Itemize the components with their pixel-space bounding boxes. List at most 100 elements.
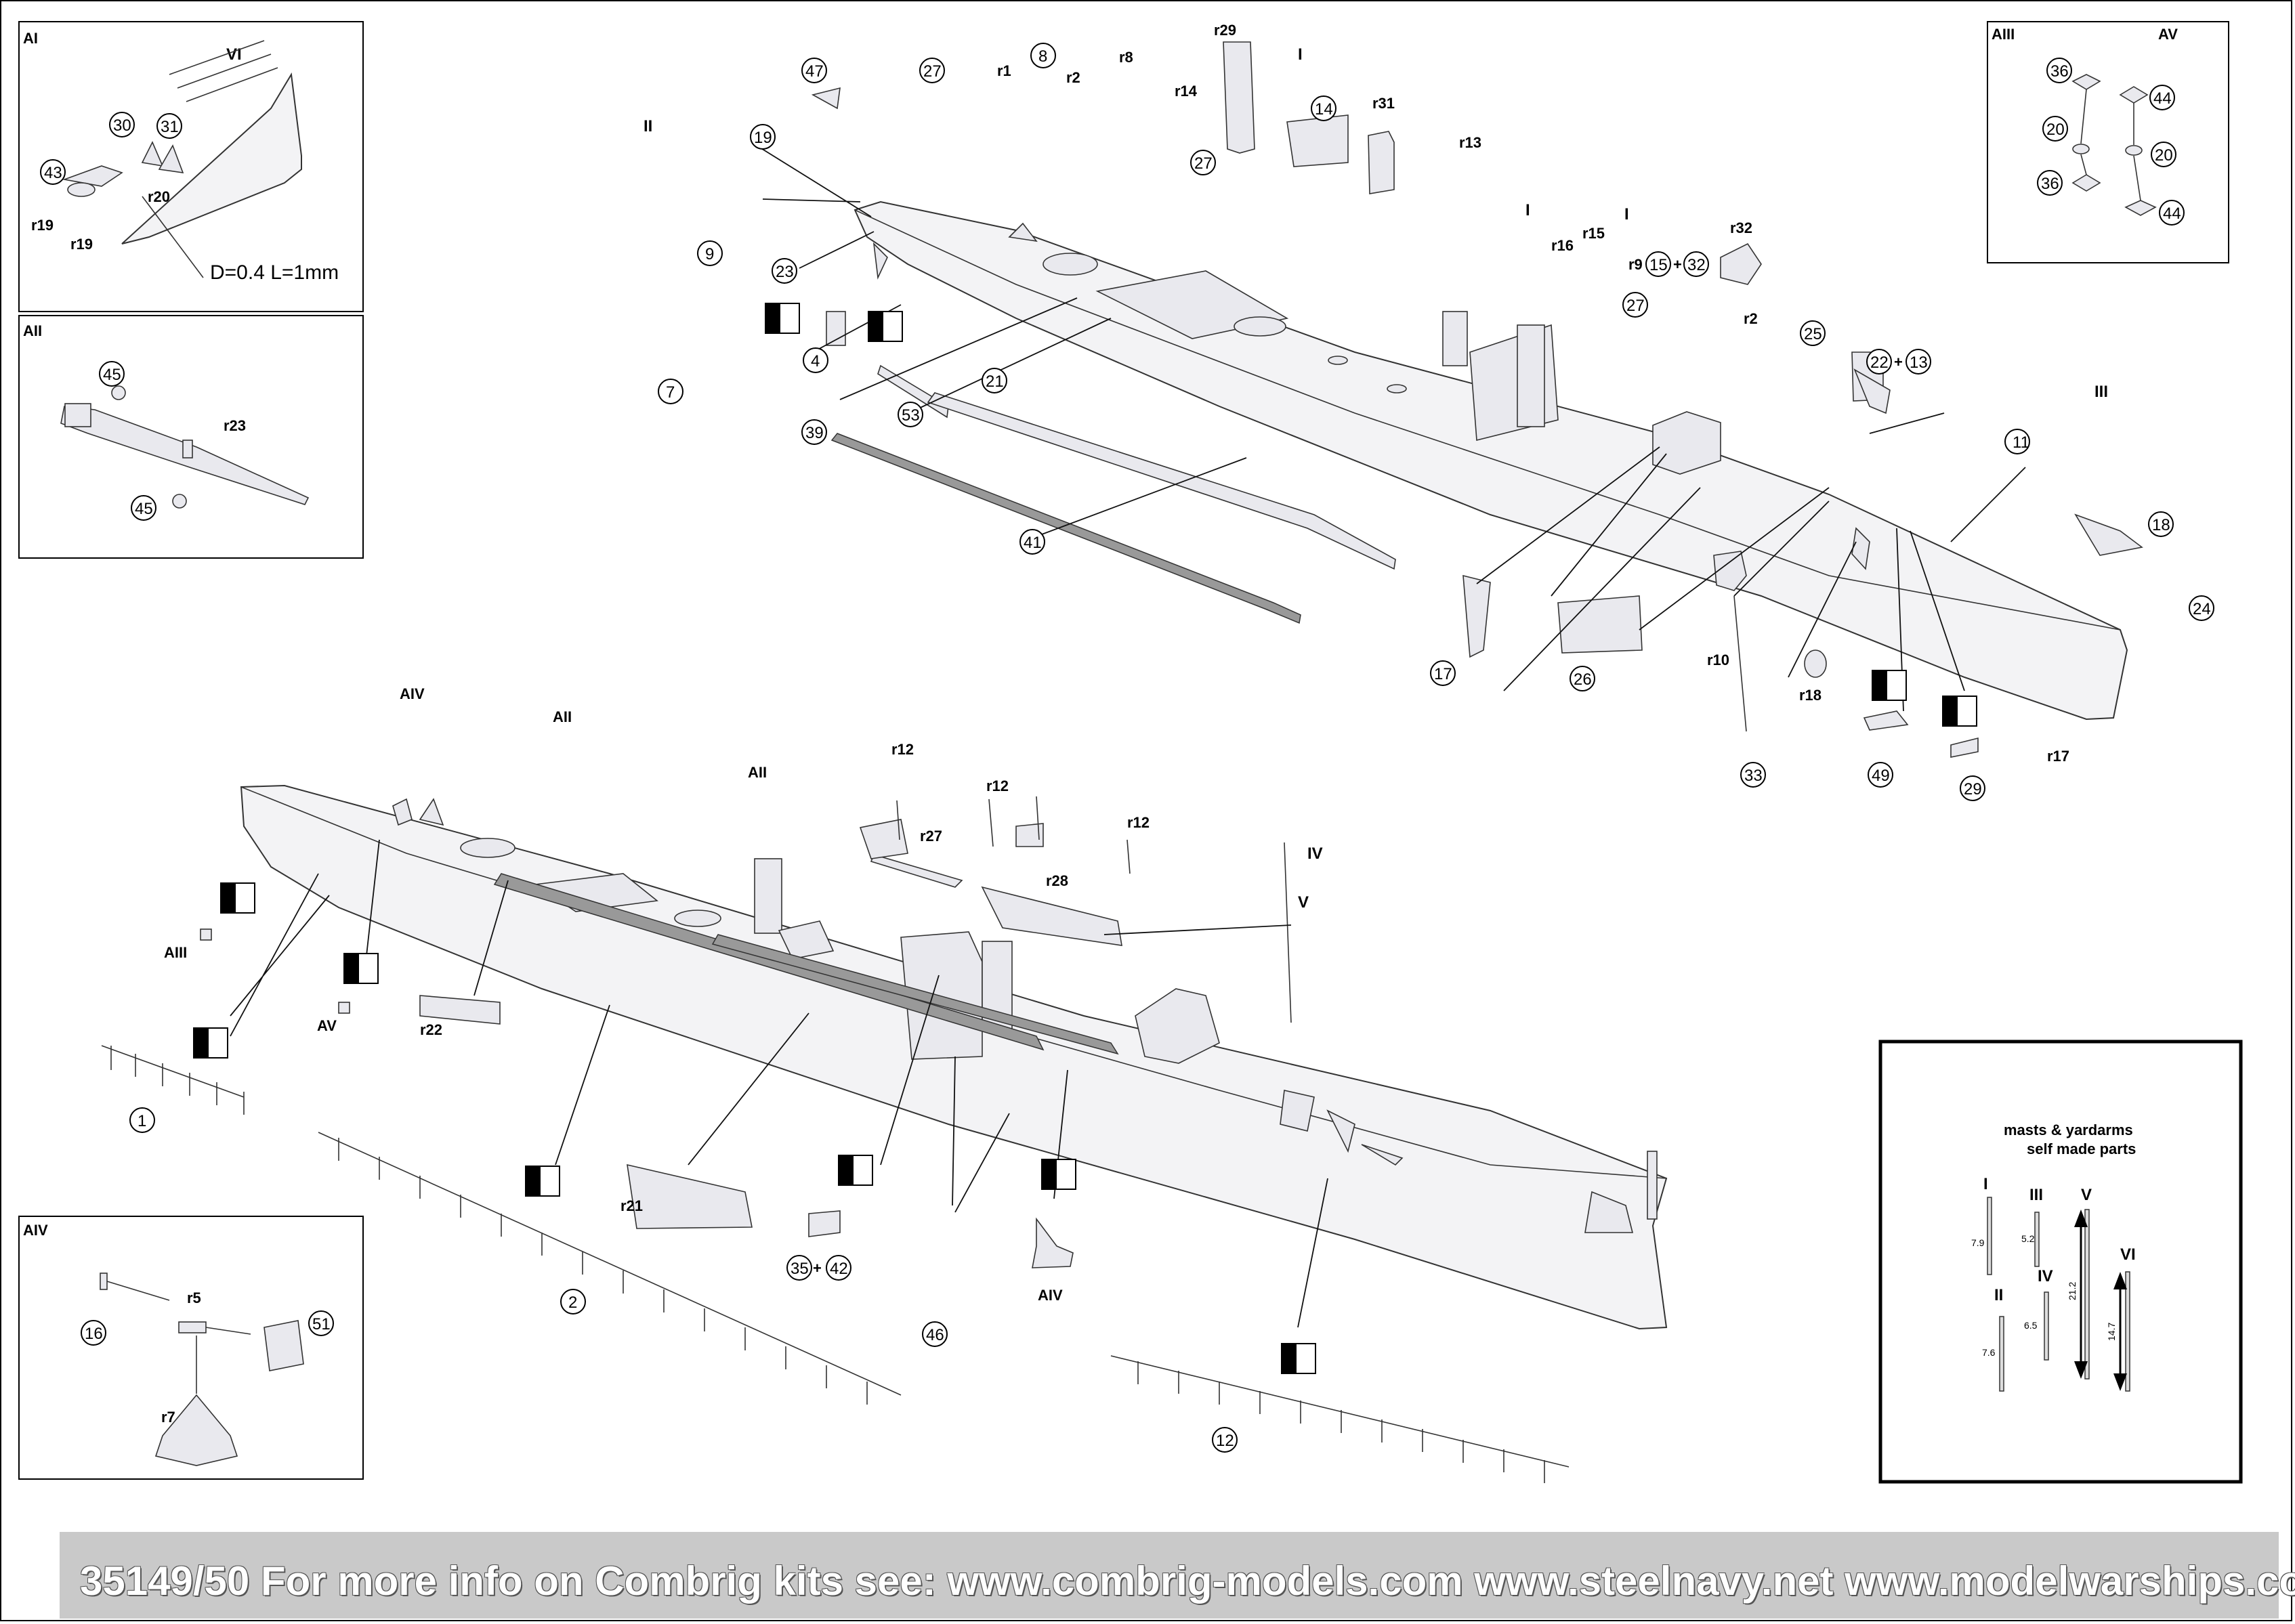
svg-text:47: 47 — [805, 62, 824, 81]
svg-text:1: 1 — [138, 1112, 146, 1130]
svg-text:II: II — [1994, 1286, 2003, 1304]
svg-text:14.7: 14.7 — [2106, 1323, 2117, 1341]
lower-direction-flags — [193, 882, 1316, 1374]
AI-callouts: 30 31 43 r20 r19 r19 — [31, 112, 182, 253]
svg-text:r15: r15 — [1582, 225, 1605, 242]
svg-text:21: 21 — [986, 372, 1004, 391]
svg-text:7: 7 — [666, 383, 675, 402]
svg-text:33: 33 — [1744, 767, 1763, 785]
svg-text:r2: r2 — [1066, 69, 1080, 86]
svg-text:I: I — [1525, 201, 1530, 219]
svg-text:19: 19 — [754, 129, 772, 147]
svg-text:25: 25 — [1804, 325, 1822, 343]
lower-callouts: 1 2 35 + 42 46 12 — [129, 1107, 1238, 1453]
masts-title-1: masts & yardarms — [2004, 1121, 2133, 1138]
svg-text:r5: r5 — [187, 1289, 201, 1306]
box-masts: masts & yardarms self made parts I 7.9 I… — [1878, 1040, 2243, 1484]
svg-text:AIV: AIV — [400, 685, 425, 702]
svg-text:22: 22 — [1870, 354, 1889, 372]
svg-text:29: 29 — [1964, 780, 1982, 798]
svg-text:14: 14 — [1315, 100, 1333, 119]
svg-text:r17: r17 — [2047, 748, 2069, 765]
svg-text:41: 41 — [1024, 534, 1042, 552]
svg-text:r20: r20 — [148, 188, 170, 205]
svg-text:+: + — [1673, 256, 1682, 273]
svg-text:16: 16 — [85, 1325, 103, 1343]
svg-text:11: 11 — [2013, 433, 2029, 452]
upper-part-refs: r1 r2 r8 r29 r14 r31 r13 r16 r15 r9 r32 … — [997, 22, 2069, 765]
svg-text:r28: r28 — [1046, 872, 1068, 889]
svg-text:V: V — [1298, 893, 1309, 912]
svg-text:15: 15 — [1649, 256, 1668, 274]
svg-text:43: 43 — [44, 164, 62, 182]
lower-part-refs: r12 r12 r12 r27 r28 r22 r21 — [420, 741, 1150, 1214]
svg-text:r16: r16 — [1551, 237, 1574, 254]
svg-text:+: + — [813, 1260, 822, 1277]
svg-text:32: 32 — [1687, 256, 1706, 274]
svg-text:21.2: 21.2 — [2067, 1282, 2078, 1300]
svg-text:V: V — [2081, 1186, 2092, 1204]
footer-text: 35149/50 For more info on Combrig kits s… — [80, 1558, 2295, 1604]
svg-text:r12: r12 — [891, 741, 914, 758]
svg-text:AV: AV — [317, 1017, 337, 1034]
svg-text:r12: r12 — [986, 777, 1009, 794]
svg-text:r19: r19 — [31, 217, 54, 234]
upper-direction-flags — [765, 303, 1977, 727]
svg-text:AII: AII — [553, 708, 572, 725]
svg-text:IV: IV — [2038, 1267, 2053, 1285]
AIII-callouts: 36 44 20 20 36 44 — [2037, 58, 2185, 226]
svg-text:27: 27 — [1194, 154, 1213, 173]
box-AII: AII 45 r23 45 — [18, 315, 364, 559]
AIV-callouts: 16 r5 51 r7 — [81, 1289, 334, 1426]
svg-text:I: I — [1624, 205, 1629, 223]
svg-text:r1: r1 — [997, 62, 1011, 79]
upper-ship-drawing: 47 27 8 14 27 19 9 23 4 7 21 39 53 41 25… — [644, 22, 2214, 801]
svg-text:7.9: 7.9 — [1971, 1237, 1985, 1248]
svg-text:r2: r2 — [1744, 310, 1758, 327]
box-AII-title: AII — [23, 322, 42, 339]
svg-text:35: 35 — [791, 1260, 809, 1278]
svg-text:8: 8 — [1038, 47, 1047, 66]
upper-leaders — [759, 147, 2026, 712]
svg-text:2: 2 — [568, 1294, 577, 1312]
svg-text:51: 51 — [312, 1315, 331, 1333]
svg-text:r14: r14 — [1175, 83, 1198, 100]
svg-text:44: 44 — [2163, 205, 2181, 223]
svg-text:III: III — [2029, 1186, 2043, 1204]
svg-text:IV: IV — [1307, 845, 1323, 863]
svg-text:9: 9 — [705, 245, 714, 263]
svg-text:27: 27 — [1626, 297, 1645, 315]
svg-text:49: 49 — [1872, 767, 1890, 785]
svg-text:r31: r31 — [1372, 95, 1395, 112]
footer-bar — [60, 1532, 2279, 1619]
box-AIII: AIII AV 36 44 20 20 36 44 — [1987, 21, 2229, 263]
box-AI: AI VI 30 31 43 r20 r19 r19 D=0.4 L=1mm — [18, 21, 364, 312]
svg-text:II: II — [644, 117, 652, 135]
svg-text:39: 39 — [805, 424, 824, 442]
svg-text:53: 53 — [902, 406, 920, 425]
svg-text:5.2: 5.2 — [2021, 1233, 2035, 1244]
svg-text:r19: r19 — [70, 236, 93, 253]
svg-text:r22: r22 — [420, 1021, 442, 1038]
svg-text:I: I — [1983, 1175, 1988, 1193]
svg-text:36: 36 — [2041, 175, 2059, 193]
svg-text:4: 4 — [811, 352, 820, 370]
svg-text:30: 30 — [113, 116, 131, 135]
svg-text:20: 20 — [2155, 146, 2173, 165]
svg-text:26: 26 — [1574, 670, 1592, 689]
lower-ship-drawing: 1 2 35 + 42 46 12 r12 r12 r12 r27 r28 r2… — [101, 685, 1668, 1483]
svg-text:r13: r13 — [1459, 134, 1481, 151]
svg-text:36: 36 — [2050, 62, 2069, 81]
AII-callouts: 45 r23 45 — [99, 361, 246, 521]
svg-text:42: 42 — [830, 1260, 848, 1278]
svg-text:24: 24 — [2193, 600, 2211, 618]
svg-text:12: 12 — [1216, 1432, 1234, 1450]
box-AIV: AIV 16 r5 51 r7 — [18, 1216, 364, 1480]
svg-text:r23: r23 — [224, 417, 246, 434]
upper-mast-refs: I II I I III — [644, 45, 2108, 401]
box-AIII-title: AIII — [1992, 26, 2015, 43]
svg-text:18: 18 — [2152, 516, 2170, 534]
box-AIII-subtitle: AV — [2158, 26, 2178, 43]
